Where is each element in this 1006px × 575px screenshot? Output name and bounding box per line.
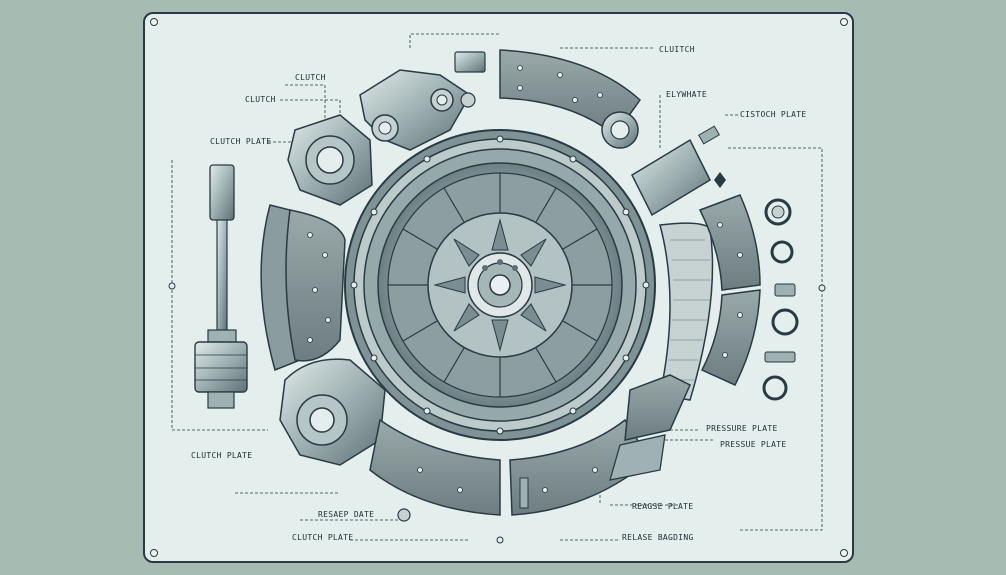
release-fork-top — [359, 69, 476, 151]
left-pressure-plate — [260, 204, 346, 372]
release-bearing-left — [279, 358, 386, 466]
label-clutch-plate-left: CLUTCH PLATE — [210, 137, 272, 146]
label-flywheel: ELYWHATE — [666, 90, 707, 99]
label-pressure-plate-2: PRESSUE PLATE — [720, 440, 787, 449]
label-clutch-plate-right: CISTOCH PLATE — [740, 110, 807, 119]
label-clutch-plate-bottom: CLUTCH PLATE — [292, 533, 354, 542]
corner-screw-tr — [840, 18, 848, 26]
top-friction-pad — [454, 49, 641, 149]
release-cylinder — [631, 125, 720, 217]
leader-dots — [168, 282, 826, 544]
corner-screw-tl — [150, 18, 158, 26]
right-friction-pads — [609, 194, 761, 481]
bottom-friction-pads — [369, 418, 651, 522]
washers-and-springs — [714, 172, 799, 401]
flywheel-segment — [659, 222, 714, 401]
main-clutch-assembly — [344, 129, 656, 441]
label-clutch-plate-bottom-left: CLUTCH PLATE — [191, 451, 253, 460]
label-clutch-left-1: CLUTCH — [295, 73, 326, 82]
label-release-plate-right: REAGSE PLATE — [632, 502, 694, 511]
label-clutch-left-2: CLUTCH — [245, 95, 276, 104]
label-release-plate-left: RESAEP DATE — [318, 510, 375, 519]
corner-screw-bl — [150, 549, 158, 557]
label-pressure-plate-1: PRESSURE PLATE — [706, 424, 778, 433]
pilot-bearing-housing — [287, 114, 373, 206]
input-shaft — [194, 164, 248, 409]
label-release-bearing: RELASE BAGDING — [622, 533, 694, 542]
corner-screw-br — [840, 549, 848, 557]
label-clutch-top-right: CLUITCH — [659, 45, 695, 54]
